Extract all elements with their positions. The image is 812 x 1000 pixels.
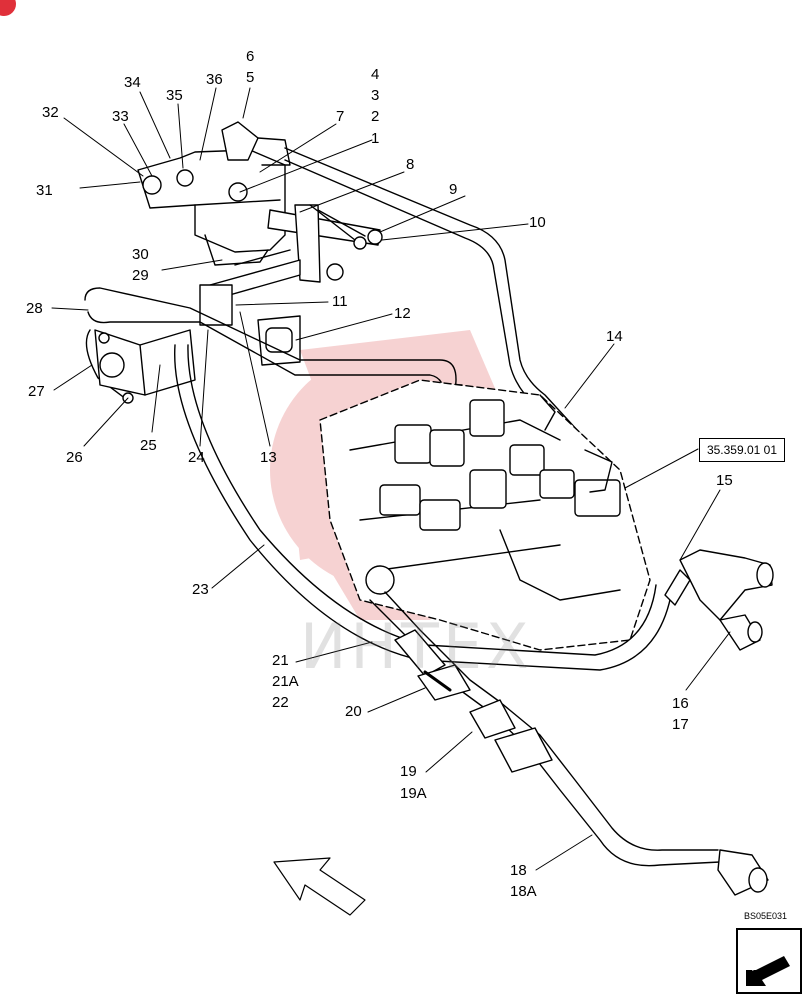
callout-14: 14: [606, 328, 623, 345]
leader-lines: [51, 87, 731, 871]
callout-24: 24: [188, 449, 205, 466]
callout-1: 1: [371, 130, 380, 147]
corner-badge: [0, 0, 16, 16]
callout-10: 10: [529, 214, 546, 231]
reference-box[interactable]: 35.359.01 01: [699, 438, 785, 462]
watermark-text: ИНТЕХ: [300, 610, 533, 683]
callout-18: 18: [510, 862, 527, 879]
callout-18a: 18A: [510, 883, 537, 900]
callout-32: 32: [42, 104, 59, 121]
callout-13: 13: [260, 449, 277, 466]
callout-22: 22: [272, 694, 289, 711]
elbow-fitting: [664, 549, 774, 651]
callout-31: 31: [36, 182, 53, 199]
flange-plate: [94, 329, 196, 404]
callout-17: 17: [672, 716, 689, 733]
callout-30: 30: [132, 246, 149, 263]
callout-25: 25: [140, 437, 157, 454]
callout-12: 12: [394, 305, 411, 322]
direction-arrow: [273, 857, 366, 916]
arrow-down-left-icon: [746, 953, 790, 986]
callout-2: 2: [371, 108, 380, 125]
control-valve-body: [319, 379, 651, 651]
callout-26: 26: [66, 449, 83, 466]
bracket-assembly: [137, 121, 291, 266]
control-rod: [199, 249, 301, 366]
linkage-plate: [267, 204, 383, 283]
callout-8: 8: [406, 156, 415, 173]
callout-9: 9: [449, 181, 458, 198]
drain-line-loop: [174, 344, 673, 671]
callout-15: 15: [716, 472, 733, 489]
callout-19: 19: [400, 763, 417, 780]
callout-4: 4: [371, 66, 380, 83]
navigation-arrow-button[interactable]: [736, 928, 802, 994]
image-code: BS05E031: [744, 911, 788, 921]
callout-19a: 19A: [400, 785, 427, 802]
callout-27: 27: [28, 383, 45, 400]
callout-34: 34: [124, 74, 141, 91]
callout-6: 6: [246, 48, 255, 65]
callout-5: 5: [246, 69, 255, 86]
pressure-line: [369, 591, 769, 896]
callout-28: 28: [26, 300, 43, 317]
callout-29: 29: [132, 267, 149, 284]
callout-33: 33: [112, 108, 129, 125]
callout-21a: 21A: [272, 673, 299, 690]
callout-20: 20: [345, 703, 362, 720]
callout-35: 35: [166, 87, 183, 104]
callout-11: 11: [332, 293, 348, 310]
callout-21: 21: [272, 652, 289, 669]
callout-36: 36: [206, 71, 223, 88]
callout-23: 23: [192, 581, 209, 598]
callout-16: 16: [672, 695, 689, 712]
callout-3: 3: [371, 87, 380, 104]
callout-7: 7: [336, 108, 345, 125]
